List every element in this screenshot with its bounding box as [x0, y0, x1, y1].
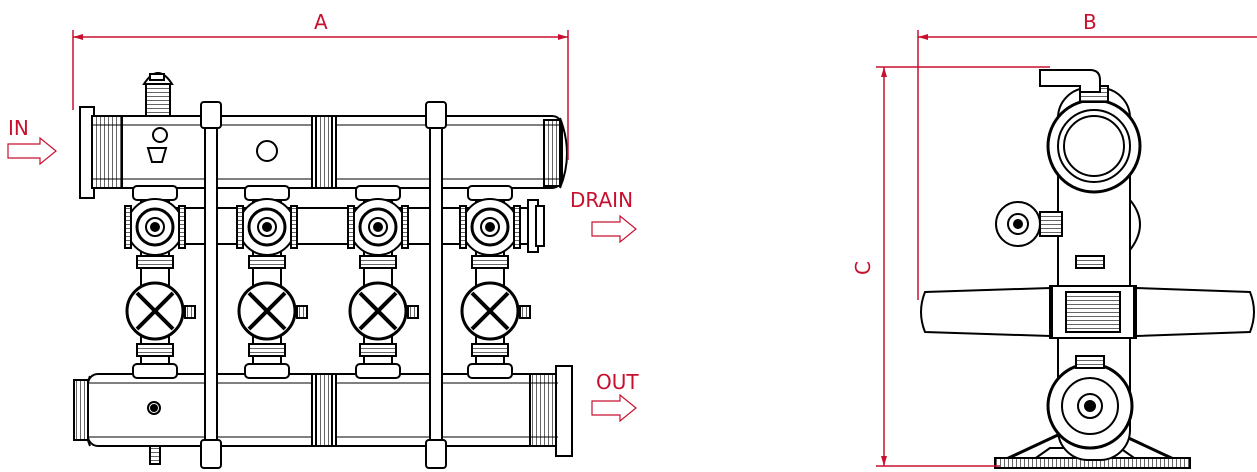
inlet-label: IN [8, 116, 29, 140]
in-arrow-icon [7, 136, 57, 166]
side-top-elbow [1039, 69, 1101, 93]
drain-label: DRAIN [570, 188, 634, 212]
inlet-manifold [79, 72, 568, 199]
outlet-label: OUT [596, 370, 639, 394]
dimension-c [876, 66, 1050, 467]
side-view [920, 69, 1255, 469]
air-release-valve [142, 72, 174, 117]
side-disc-housing [920, 285, 1255, 339]
dimension-a [72, 30, 569, 160]
front-view [73, 72, 573, 469]
side-outlet-wheel [1046, 255, 1134, 450]
dimension-c-label: C [850, 261, 875, 275]
drain-arrow-icon [591, 214, 637, 244]
dimension-a-label: A [314, 10, 328, 34]
support-frames [200, 101, 447, 469]
filter-unit [124, 185, 196, 379]
side-inlet-flange [1046, 85, 1142, 194]
out-arrow-icon [591, 393, 637, 423]
flow-arrows [7, 136, 637, 423]
dimension-b-label: B [1083, 10, 1097, 34]
dimension-lines [7, 30, 1257, 467]
filter-unit [347, 185, 419, 379]
side-hydraulic-valve [995, 199, 1141, 251]
filter-unit [236, 185, 308, 379]
outlet-manifold [73, 365, 573, 465]
filter-units [124, 185, 531, 379]
filter-unit [459, 185, 531, 379]
dimension-b [917, 30, 1257, 300]
